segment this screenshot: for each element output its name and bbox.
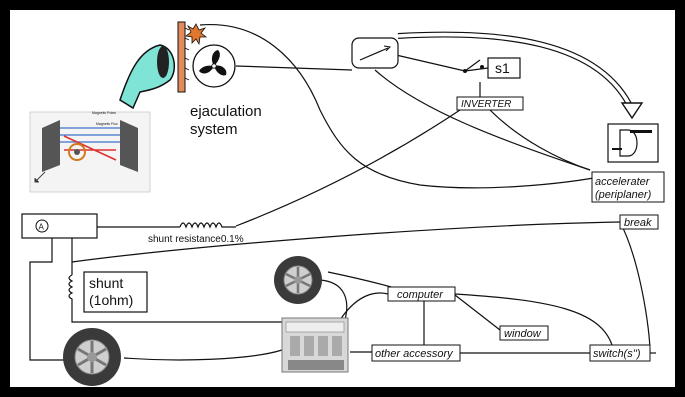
window-label: window <box>504 328 542 340</box>
fan-icon <box>192 44 236 88</box>
svg-text:Magnetic Flux: Magnetic Flux <box>96 122 118 126</box>
wire-break-switch <box>619 221 651 353</box>
window-box <box>499 325 549 341</box>
ammeter-label: A <box>39 223 45 232</box>
system-label-2: system <box>190 121 238 138</box>
wire-shunt-res-inverter <box>235 109 461 227</box>
meter-gauge <box>351 37 399 69</box>
system-label-1: ejaculation <box>190 103 262 120</box>
wire-lower-tire <box>123 349 283 361</box>
wire-spark-meter <box>199 24 611 189</box>
wire-meter-accel <box>374 69 591 171</box>
s1-box <box>487 57 521 79</box>
inverter-label: INVERTER <box>461 99 511 110</box>
big-arrow-head <box>620 102 644 120</box>
svg-text:Magnetic Poles: Magnetic Poles <box>92 111 116 115</box>
wire-engine-computer <box>339 292 389 321</box>
spark-icon <box>185 23 208 46</box>
engine-icon <box>281 317 349 373</box>
magnet-figure: Magnetic Poles Magnetic Flux <box>29 44 176 193</box>
ammeter-box <box>21 213 98 239</box>
wire-s1-switch <box>464 67 489 72</box>
computer-label: computer <box>397 289 444 301</box>
wire-inverter-accel <box>489 109 591 171</box>
wire-fan-meter <box>235 65 353 71</box>
switch-box <box>589 344 651 362</box>
wire-meter-s1 <box>395 54 466 72</box>
s1-label: s1 <box>495 60 510 76</box>
shunt-resistance-label: shunt resistance0.1% <box>148 234 244 245</box>
tire-lower-icon <box>63 328 121 386</box>
wood-block <box>177 21 186 93</box>
accelerater-label-1: accelerater <box>595 176 651 188</box>
wire-computer-switch <box>454 293 613 346</box>
shunt-box <box>83 271 148 313</box>
break-label: break <box>624 217 652 229</box>
wire-left-loop <box>29 236 70 361</box>
accelerator-icon <box>607 123 659 163</box>
switch-label: switch(s'') <box>593 348 641 360</box>
shunt-label-2: (1ohm) <box>89 292 133 308</box>
other-accessory-label: other accessory <box>375 348 454 360</box>
wire-upper-tire-engine <box>319 279 348 321</box>
accelerater-box <box>591 171 665 203</box>
computer-box <box>387 286 456 302</box>
s1-switch-arm <box>464 59 481 72</box>
inverter-box <box>456 96 524 111</box>
shunt-label-1: shunt <box>89 275 123 291</box>
tire-upper-icon <box>274 256 322 304</box>
shunt-resistor-coil <box>179 222 236 229</box>
other-accessory-box <box>371 344 461 362</box>
accelerater-label-2: (periplaner) <box>595 189 652 201</box>
shunt-coil <box>68 274 282 323</box>
break-box <box>619 214 659 230</box>
wire-break <box>71 221 621 263</box>
wire-computer-window <box>454 294 501 331</box>
